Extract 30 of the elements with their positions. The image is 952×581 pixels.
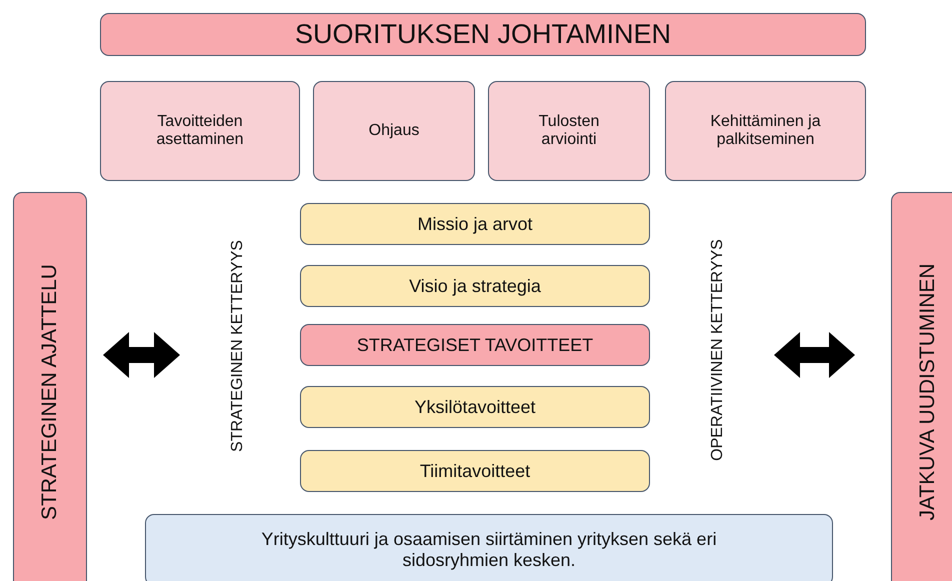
process-box <box>313 81 475 181</box>
double-arrow <box>103 332 180 378</box>
side-box <box>13 192 87 581</box>
box-label: Yksilötavoitteet <box>414 396 536 418</box>
level-box <box>300 450 650 492</box>
vertical-label: OPERATIIVINEN KETTERYYS <box>709 239 727 461</box>
box-label: JATKUVA UUDISTUMINEN <box>916 263 940 521</box>
box-label: SUORITUKSEN JOHTAMINEN <box>294 19 672 50</box>
box-label: STRATEGINEN AJATTELU <box>38 264 62 520</box>
side-box <box>891 192 952 581</box>
box-label: Yrityskulttuuri ja osaamisen siirtäminen yrityksen sekä eri sidosryhmien kesken. <box>260 529 718 571</box>
box-label: Ohjaus <box>368 122 420 140</box>
box-label: Missio ja arvot <box>417 214 533 234</box>
key-level-box <box>300 324 650 366</box>
double-arrow <box>774 332 855 378</box>
box-label: Tavoitteiden asettaminen <box>155 113 245 149</box>
box-label: Tiimitavoitteet <box>420 460 530 482</box>
box-label: STRATEGISET TAVOITTEET <box>356 334 594 356</box>
title-box <box>100 13 866 56</box>
level-box <box>300 386 650 428</box>
level-box <box>300 203 650 245</box>
foundation-box <box>145 514 833 581</box>
box-label: Kehittäminen ja palkitseminen <box>709 113 822 149</box>
level-box <box>300 265 650 307</box>
vertical-label: STRATEGINEN KETTERYYS <box>229 240 247 452</box>
process-box <box>100 81 300 181</box>
process-box <box>488 81 650 181</box>
process-box <box>665 81 866 181</box>
box-label: Visio ja strategia <box>409 276 541 296</box>
box-label: Tulosten arviointi <box>538 113 600 149</box>
